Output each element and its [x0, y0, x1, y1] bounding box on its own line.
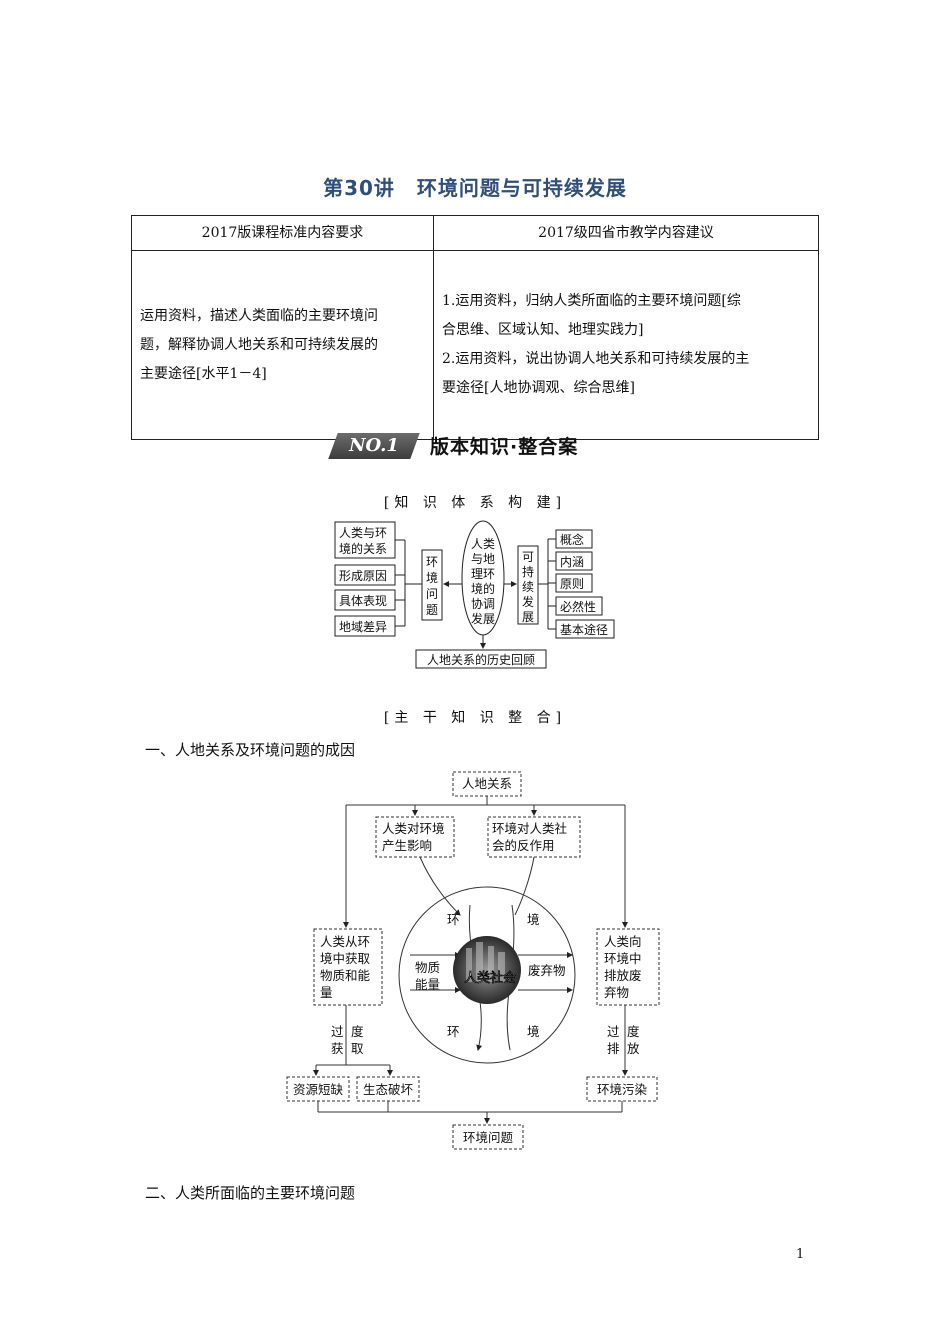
ks-box [555, 596, 603, 616]
ks-box [555, 551, 593, 571]
cd-over-char: 取 [351, 1041, 364, 1056]
ks-left-item: 形成原因 [339, 569, 387, 583]
cd-impact-line: 人类对环境 [382, 821, 445, 836]
society-image [453, 936, 521, 1004]
banner-title: 版本知识·整合案 [430, 436, 579, 458]
cd-box [313, 928, 383, 1006]
cd-top: 人地关系 [462, 776, 512, 791]
ks-left-item: 地域差异 [339, 620, 387, 634]
cd-reaction-line: 环境对人类社 [492, 821, 567, 836]
cd-circle-char: 环 [447, 1024, 460, 1039]
cd-resource: 资源短缺 [293, 1082, 344, 1097]
ks-sus-char: 展 [522, 610, 534, 624]
cd-society: 人类社会 [464, 970, 517, 986]
ks-box [555, 573, 593, 593]
cd-ecology: 生态破坏 [363, 1082, 414, 1097]
ks-box [555, 529, 593, 549]
main-knowledge-label: [主 干 知 识 整 合] [383, 710, 567, 726]
ks-box [555, 619, 615, 639]
page-title: 第30讲环境问题与可持续发展 [0, 172, 950, 201]
page-number: 1 [796, 1247, 805, 1262]
ks-env-char: 境 [426, 570, 438, 585]
knowledge-system-label: [知 识 体 系 构 建] [383, 495, 567, 511]
cd-box [375, 816, 455, 858]
ks-sus-char: 持 [522, 564, 534, 579]
cd-over-char: 度 [627, 1024, 640, 1039]
cd-obtain-line: 量 [320, 985, 333, 1000]
ks-box [517, 545, 539, 625]
cd-circle-char: 境 [527, 912, 540, 927]
table-row: 运用资料，描述人类面临的主要环境问 题，解释协调人地关系和可持续发展的 主要途径… [131, 250, 819, 440]
ks-env-char: 问 [426, 587, 438, 601]
cd-circle-char: 境 [527, 1024, 540, 1039]
section1-heading: 一、人地关系及环境问题的成因 [145, 741, 356, 759]
cell-line: 2.运用资料，说出协调人地关系和可持续发展的主 [442, 351, 750, 367]
ks-right-item: 内涵 [560, 555, 584, 569]
lecture-number: 第30讲 [323, 176, 395, 200]
ks-sus-char: 续 [522, 580, 534, 594]
ks-oval-line: 与地 [471, 552, 495, 566]
ks-left-item: 境的关系 [339, 541, 387, 556]
ks-right-item: 必然性 [560, 599, 596, 614]
cd-over-char: 放 [627, 1041, 640, 1056]
cell-line: 1.运用资料，归纳人类所面临的主要环境问题[综 [442, 293, 741, 309]
cd-obtain-line: 人类从环 [320, 934, 370, 949]
ks-env-char: 题 [426, 603, 438, 617]
table-header-row: 2017版课程标准内容要求 2017级四省市教学内容建议 [131, 215, 819, 251]
section2-heading: 二、人类所面临的主要环境问题 [145, 1184, 356, 1202]
cd-emit-line: 人类向 [604, 934, 642, 949]
cd-obtain-line: 境中获取 [320, 951, 371, 966]
cell-line: 要途径[人地协调观、综合思维] [442, 380, 635, 396]
table-cell-right: 1.运用资料，归纳人类所面临的主要环境问题[综 合思维、区域认知、地理实践力] … [433, 250, 819, 440]
ks-oval-line: 发展 [471, 611, 495, 626]
cd-circle-char: 环 [447, 912, 460, 927]
lecture-topic: 环境问题与可持续发展 [416, 176, 627, 200]
ks-sus-char: 发 [522, 594, 534, 609]
ks-left-item: 人类与环 [339, 526, 387, 540]
cd-emit-line: 环境中 [604, 951, 642, 966]
cd-circle [398, 886, 576, 1064]
ks-sus-char: 可 [522, 550, 534, 564]
cd-over-char: 度 [351, 1024, 364, 1039]
ks-box [415, 649, 547, 669]
cd-emit-line: 排放废 [604, 968, 642, 983]
ks-history: 人地关系的历史回顾 [427, 652, 535, 667]
cd-over-char: 获 [331, 1041, 344, 1056]
ks-env-char: 环 [426, 555, 438, 569]
cell-line: 主要途径[水平1－4] [140, 365, 267, 382]
ks-left-item: 具体表现 [339, 594, 387, 608]
ks-right-item: 概念 [560, 532, 584, 547]
cd-obtain-line: 物质和能 [320, 968, 371, 983]
cd-emit-line: 弃物 [604, 985, 629, 1000]
ks-right-item: 基本途径 [560, 622, 608, 637]
cell-line: 运用资料，描述人类面临的主要环境问 [140, 307, 378, 324]
cd-problem: 环境问题 [463, 1130, 514, 1145]
cd-impact-line: 产生影响 [382, 838, 432, 853]
table-header: 2017版课程标准内容要求 [131, 215, 434, 251]
cd-material-line: 能量 [415, 977, 440, 992]
cd-pollution: 环境污染 [597, 1082, 648, 1097]
cell-line: 合思维、区域认知、地理实践力] [442, 322, 644, 338]
ks-oval-line: 协调 [471, 596, 495, 611]
cd-over-char: 过 [607, 1024, 620, 1039]
ks-oval-line: 人类 [471, 537, 495, 551]
ks-right-item: 原则 [560, 577, 584, 591]
cd-box [452, 1124, 524, 1150]
banner-badge: NO.1 [349, 435, 399, 456]
ks-oval-line: 境的 [471, 581, 495, 596]
cd-waste: 废弃物 [528, 963, 566, 978]
cd-material-line: 物质 [415, 960, 440, 975]
ks-oval-line: 理环 [471, 567, 495, 581]
cd-box [586, 1076, 658, 1102]
cd-reaction-line: 会的反作用 [492, 838, 555, 853]
table-cell-left: 运用资料，描述人类面临的主要环境问 题，解释协调人地关系和可持续发展的 主要途径… [131, 250, 434, 440]
cd-over-char: 过 [331, 1024, 344, 1039]
cd-box [596, 928, 660, 1006]
cd-over-char: 排 [607, 1041, 620, 1056]
cell-line: 题，解释协调人地关系和可持续发展的 [140, 336, 378, 353]
ks-box [421, 549, 443, 621]
standards-table: 2017版课程标准内容要求 2017级四省市教学内容建议 运用资料，描述人类面临… [131, 215, 819, 440]
